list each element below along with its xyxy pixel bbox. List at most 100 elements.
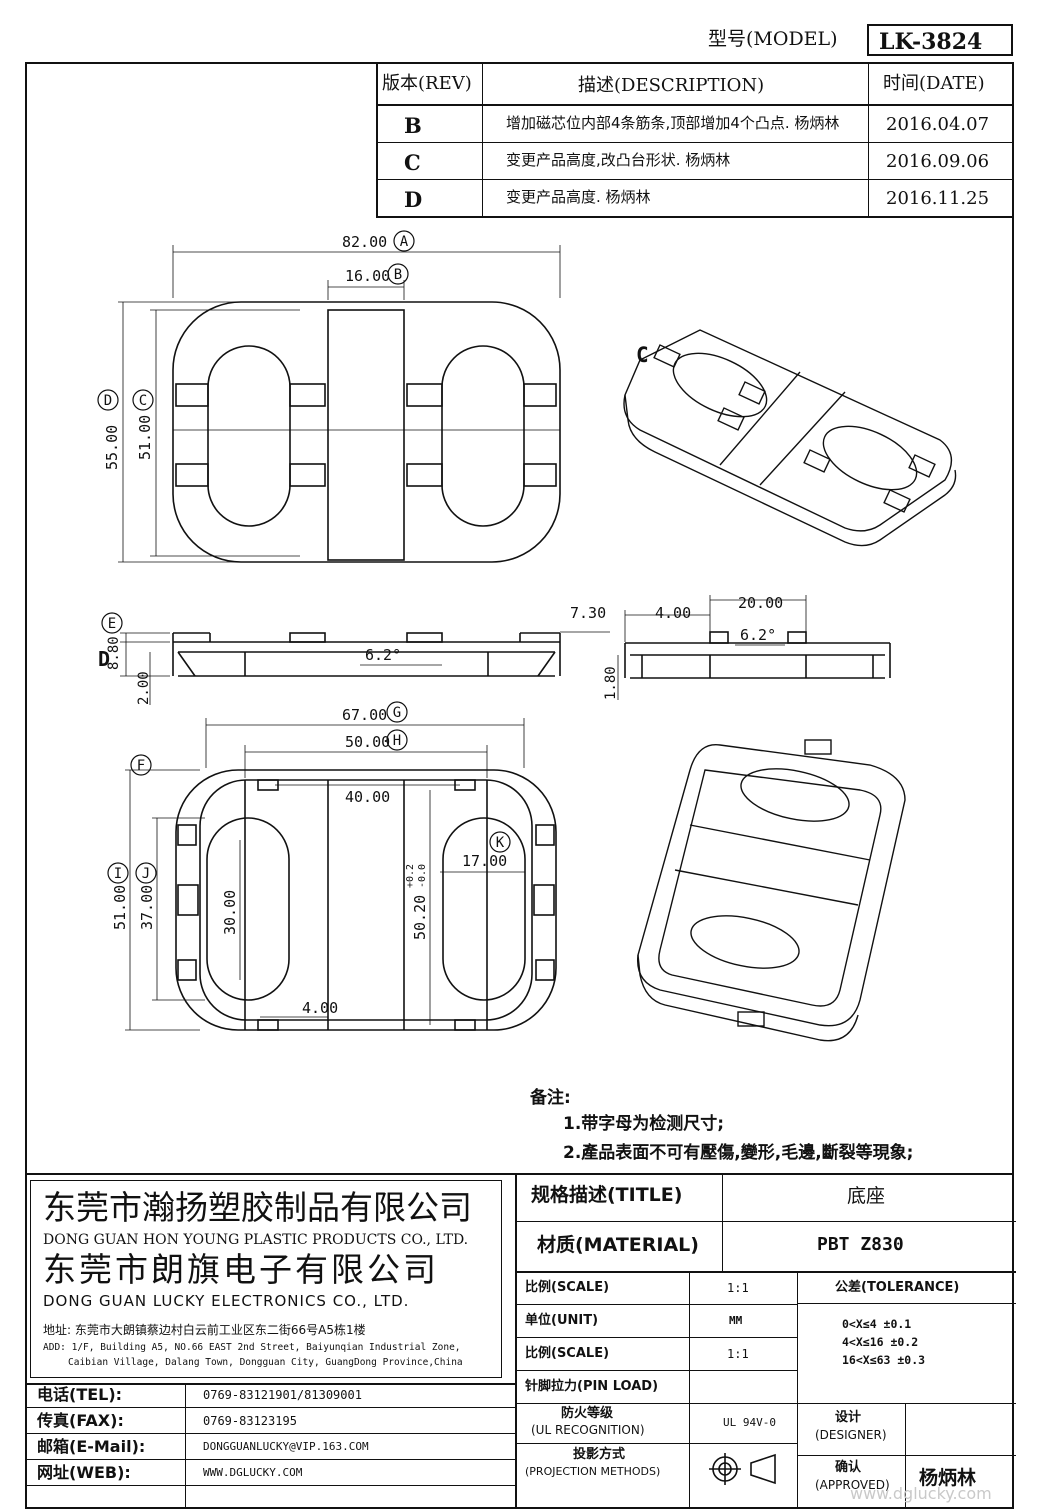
tol-line-1: 0<X≤4 ±0.1 bbox=[842, 1317, 912, 1331]
scale2-label: 比例(SCALE) bbox=[525, 1346, 610, 1361]
title-label: 规格描述(TITLE) bbox=[531, 1184, 683, 1206]
email-value[interactable]: DONGGUANLUCKY@VIP.163.COM bbox=[203, 1440, 369, 1453]
company-en1: DONG GUAN HON YOUNG PLASTIC PRODUCTS CO.… bbox=[43, 1232, 469, 1248]
fax-label: 传真(FAX): bbox=[37, 1411, 124, 1430]
svg-text:D: D bbox=[104, 393, 112, 409]
fire-label-2: (UL RECOGNITION) bbox=[531, 1423, 645, 1437]
balloon-a: A bbox=[393, 230, 415, 252]
dim-bot-tol-up: +0.2 bbox=[405, 864, 416, 888]
model-label: 型号(MODEL) bbox=[708, 28, 838, 50]
model-value: LK-3824 bbox=[879, 29, 983, 55]
tel-label: 电话(TEL): bbox=[37, 1385, 123, 1404]
material-label: 材质(MATERIAL) bbox=[537, 1234, 699, 1256]
dim-bot-67: 67.00 bbox=[342, 706, 387, 724]
dim-bot-37: 37.00 bbox=[138, 885, 156, 930]
dim-side-height: 8.80 bbox=[106, 636, 122, 670]
dim-bot-tol-dn: -0.0 bbox=[417, 864, 428, 888]
rev-c-desc: 变更产品高度,改凸台形状. 杨炳林 bbox=[506, 151, 731, 169]
dim-bot-50: 50.00 bbox=[345, 733, 390, 751]
dim-bot-502: 50.20 bbox=[411, 895, 429, 940]
rev-b: B bbox=[404, 113, 422, 138]
dim-top-height: 55.00 bbox=[103, 425, 121, 470]
label-d-side: D bbox=[98, 647, 110, 671]
note-2: 2.產品表面不可有壓傷,變形,毛邊,斷裂等現象; bbox=[563, 1143, 914, 1163]
rev-c-date: 2016.09.06 bbox=[886, 151, 990, 172]
unit-value: MM bbox=[729, 1314, 743, 1327]
dim-side-angle: 6.2° bbox=[365, 646, 401, 664]
company-box: 东莞市瀚扬塑胶制品有限公司 DONG GUAN HON YOUNG PLASTI… bbox=[30, 1180, 502, 1378]
contact-table: 电话(TEL): 0769-83121901/81309001 传真(FAX):… bbox=[25, 1383, 515, 1509]
proj-label-2: (PROJECTION METHODS) bbox=[525, 1465, 661, 1478]
iso-view-top bbox=[623, 329, 957, 547]
balloon-b: B bbox=[387, 263, 409, 285]
projection-symbol-icon bbox=[709, 1453, 776, 1485]
revision-table: 版本(REV) 描述(DESCRIPTION) 时间(DATE) B 增加磁芯位… bbox=[376, 62, 1014, 218]
svg-text:C: C bbox=[139, 393, 147, 409]
rev-b-desc: 增加磁芯位内部4条筋条,顶部增加4个凸点. 杨炳林 bbox=[506, 114, 840, 132]
iso-view-bottom bbox=[636, 739, 906, 1042]
end-view bbox=[624, 631, 891, 679]
balloon-i: I bbox=[107, 862, 129, 884]
notes-title: 备注: bbox=[530, 1088, 571, 1108]
scale2-value: 1:1 bbox=[727, 1347, 749, 1361]
bottom-view bbox=[175, 769, 557, 1031]
company-addr-cn: 地址: 东莞市大朗镇蔡边村白云前工业区东二街66号A5栋1楼 bbox=[43, 1323, 366, 1337]
dim-bot-4: 4.00 bbox=[302, 999, 338, 1017]
svg-text:K: K bbox=[496, 835, 505, 851]
fire-value: UL 94V-0 bbox=[723, 1416, 776, 1429]
spec-table: 规格描述(TITLE) 底座 材质(MATERIAL) PBT Z830 比例(… bbox=[515, 1173, 1016, 1509]
label-c-iso: C bbox=[636, 343, 649, 367]
dim-top-width: 82.00 bbox=[342, 233, 387, 251]
svg-text:A: A bbox=[400, 234, 409, 250]
svg-text:I: I bbox=[114, 866, 122, 882]
email-label: 邮箱(E-Mail): bbox=[37, 1437, 146, 1456]
unit-label: 单位(UNIT) bbox=[525, 1313, 599, 1328]
col-date: 时间(DATE) bbox=[883, 73, 985, 94]
dim-bot-40: 40.00 bbox=[345, 788, 390, 806]
web-value[interactable]: WWW.DGLUCKY.COM bbox=[203, 1466, 303, 1479]
company-cn1: 东莞市瀚扬塑胶制品有限公司 bbox=[43, 1188, 472, 1227]
dim-end-angle: 6.2° bbox=[740, 626, 776, 644]
svg-text:J: J bbox=[142, 866, 150, 882]
balloon-h: H bbox=[386, 729, 408, 751]
material-value: PBT Z830 bbox=[817, 1234, 904, 1255]
company-addr-en1: ADD: 1/F, Building A5, NO.66 EAST 2nd St… bbox=[43, 1342, 461, 1353]
model-box: LK-3824 bbox=[867, 24, 1013, 56]
dim-side-base: 2.00 bbox=[136, 671, 152, 705]
top-view bbox=[172, 301, 561, 563]
approved-value: 杨炳林 bbox=[919, 1467, 977, 1489]
balloon-c-top: C bbox=[132, 389, 154, 411]
dim-bot-51: 51.00 bbox=[111, 885, 129, 930]
scale-value: 1:1 bbox=[727, 1281, 749, 1295]
note-1: 1.带字母为检测尺寸; bbox=[563, 1114, 725, 1134]
dim-top-slot: 16.00 bbox=[345, 267, 390, 285]
svg-text:B: B bbox=[394, 267, 402, 283]
title-value: 底座 bbox=[847, 1185, 886, 1207]
dim-bot-30: 30.00 bbox=[221, 890, 239, 935]
dim-end-18: 1.80 bbox=[603, 666, 619, 700]
fax-value: 0769-83123195 bbox=[203, 1414, 297, 1428]
rev-c: C bbox=[404, 150, 421, 175]
svg-text:H: H bbox=[393, 733, 401, 749]
title-block bbox=[25, 1173, 1014, 1511]
company-addr-en2: Caibian Village, Dalang Town, Dongguan C… bbox=[68, 1357, 463, 1368]
side-view bbox=[172, 632, 561, 677]
tel-value: 0769-83121901/81309001 bbox=[203, 1388, 362, 1402]
tol-line-2: 4<X≤16 ±0.2 bbox=[842, 1335, 919, 1349]
dim-end-20: 20.00 bbox=[738, 594, 783, 612]
technical-drawing: 82.00 16.00 55.00 51.00 8.80 2.00 6.2° 7… bbox=[97, 230, 957, 1042]
web-label: 网址(WEB): bbox=[37, 1463, 131, 1482]
dim-bot-17: 17.00 bbox=[462, 852, 507, 870]
col-rev: 版本(REV) bbox=[382, 73, 472, 94]
designer-label-2: (DESIGNER) bbox=[815, 1428, 887, 1442]
dim-top-height2: 51.00 bbox=[136, 415, 154, 460]
proj-label-1: 投影方式 bbox=[573, 1447, 626, 1462]
company-en2: DONG GUAN LUCKY ELECTRONICS CO., LTD. bbox=[43, 1292, 410, 1310]
designer-label-1: 设计 bbox=[835, 1410, 862, 1425]
balloon-d-top: D bbox=[97, 389, 119, 411]
rev-d: D bbox=[404, 187, 423, 212]
approved-label-2: (APPROVED) bbox=[815, 1478, 890, 1492]
balloon-k: K bbox=[489, 831, 511, 853]
watermark: www.dglucky.com bbox=[850, 1484, 992, 1503]
tolerance-label: 公差(TOLERANCE) bbox=[835, 1280, 960, 1295]
